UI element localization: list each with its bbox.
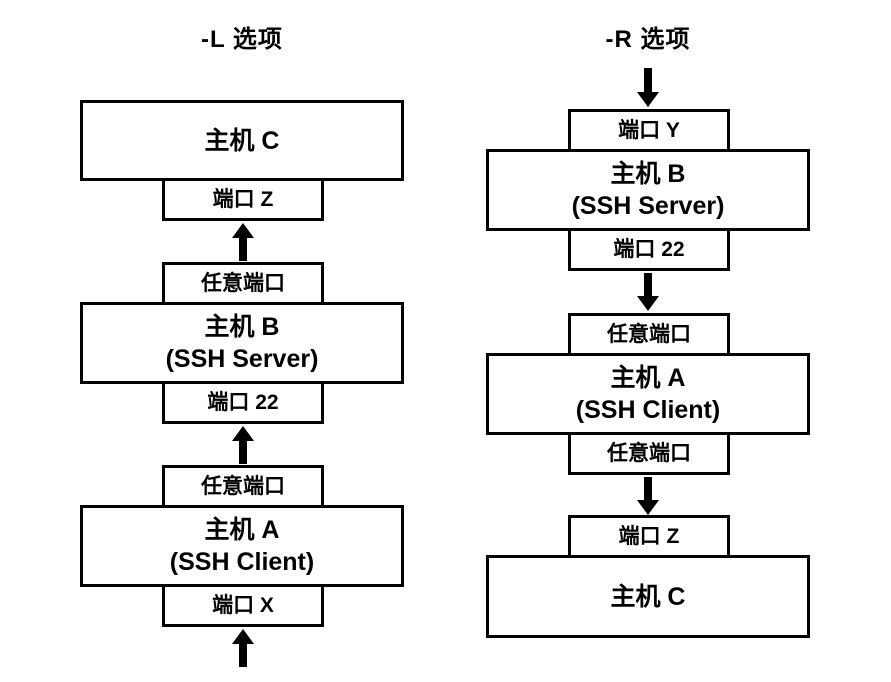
arrow-shaft [644,477,652,500]
arrow-shaft [644,68,652,92]
left-port-z-box: 端口 Z [162,178,324,221]
left-any-port-top-label: 任意端口 [201,271,285,295]
arrow-head [637,296,659,311]
arrow-head [232,223,254,238]
arrow-head [232,629,254,644]
right-any-port-bottom-label: 任意端口 [607,441,691,465]
right-host-b-sublabel: (SSH Server) [571,192,725,220]
left-any-port-top-box: 任意端口 [162,262,324,305]
arrow-down-icon [637,477,659,515]
right-host-b-label: 主机 B [610,160,686,188]
arrow-down-icon [637,273,659,311]
left-host-b-box: 主机 B (SSH Server) [80,302,404,384]
right-host-c-label: 主机 C [610,582,686,611]
left-host-c-label: 主机 C [204,126,280,155]
left-port-x-label: 端口 X [212,593,274,617]
right-port-z-label: 端口 Z [618,524,680,548]
arrow-shaft [239,238,247,261]
left-host-a-label: 主机 A [204,516,280,544]
left-flow-title: -L 选项 [201,26,283,53]
arrow-head [232,426,254,441]
right-host-c-box: 主机 C [486,555,810,638]
left-port-22-label: 端口 22 [207,390,279,414]
right-any-port-bottom-box: 任意端口 [568,432,730,475]
left-host-b-sublabel: (SSH Server) [165,345,319,373]
arrow-head [637,500,659,515]
left-host-a-box: 主机 A (SSH Client) [80,505,404,587]
arrow-shaft [239,644,247,667]
arrow-up-icon [232,629,254,667]
left-any-port-bottom-box: 任意端口 [162,465,324,508]
right-host-a-label: 主机 A [610,364,686,392]
right-flow-title: -R 选项 [605,26,691,53]
right-any-port-top-label: 任意端口 [607,322,691,346]
left-host-b-label: 主机 B [204,313,280,341]
right-port-y-box: 端口 Y [568,109,730,152]
right-host-a-sublabel: (SSH Client) [575,396,721,424]
left-port-22-box: 端口 22 [162,381,324,424]
left-port-z-label: 端口 Z [212,187,274,211]
left-any-port-bottom-label: 任意端口 [201,474,285,498]
right-any-port-top-box: 任意端口 [568,313,730,356]
arrow-head [637,92,659,107]
left-host-a-sublabel: (SSH Client) [169,548,315,576]
arrow-up-icon [232,426,254,464]
right-host-a-box: 主机 A (SSH Client) [486,353,810,435]
right-host-b-box: 主机 B (SSH Server) [486,149,810,231]
left-host-c-box: 主机 C [80,100,404,181]
arrow-shaft [239,441,247,464]
arrow-shaft [644,273,652,296]
left-port-x-box: 端口 X [162,584,324,627]
arrow-up-icon [232,223,254,261]
right-port-22-box: 端口 22 [568,228,730,271]
right-port-z-box: 端口 Z [568,515,730,558]
right-port-22-label: 端口 22 [613,237,685,261]
right-port-y-label: 端口 Y [618,118,680,142]
arrow-down-icon [637,68,659,107]
